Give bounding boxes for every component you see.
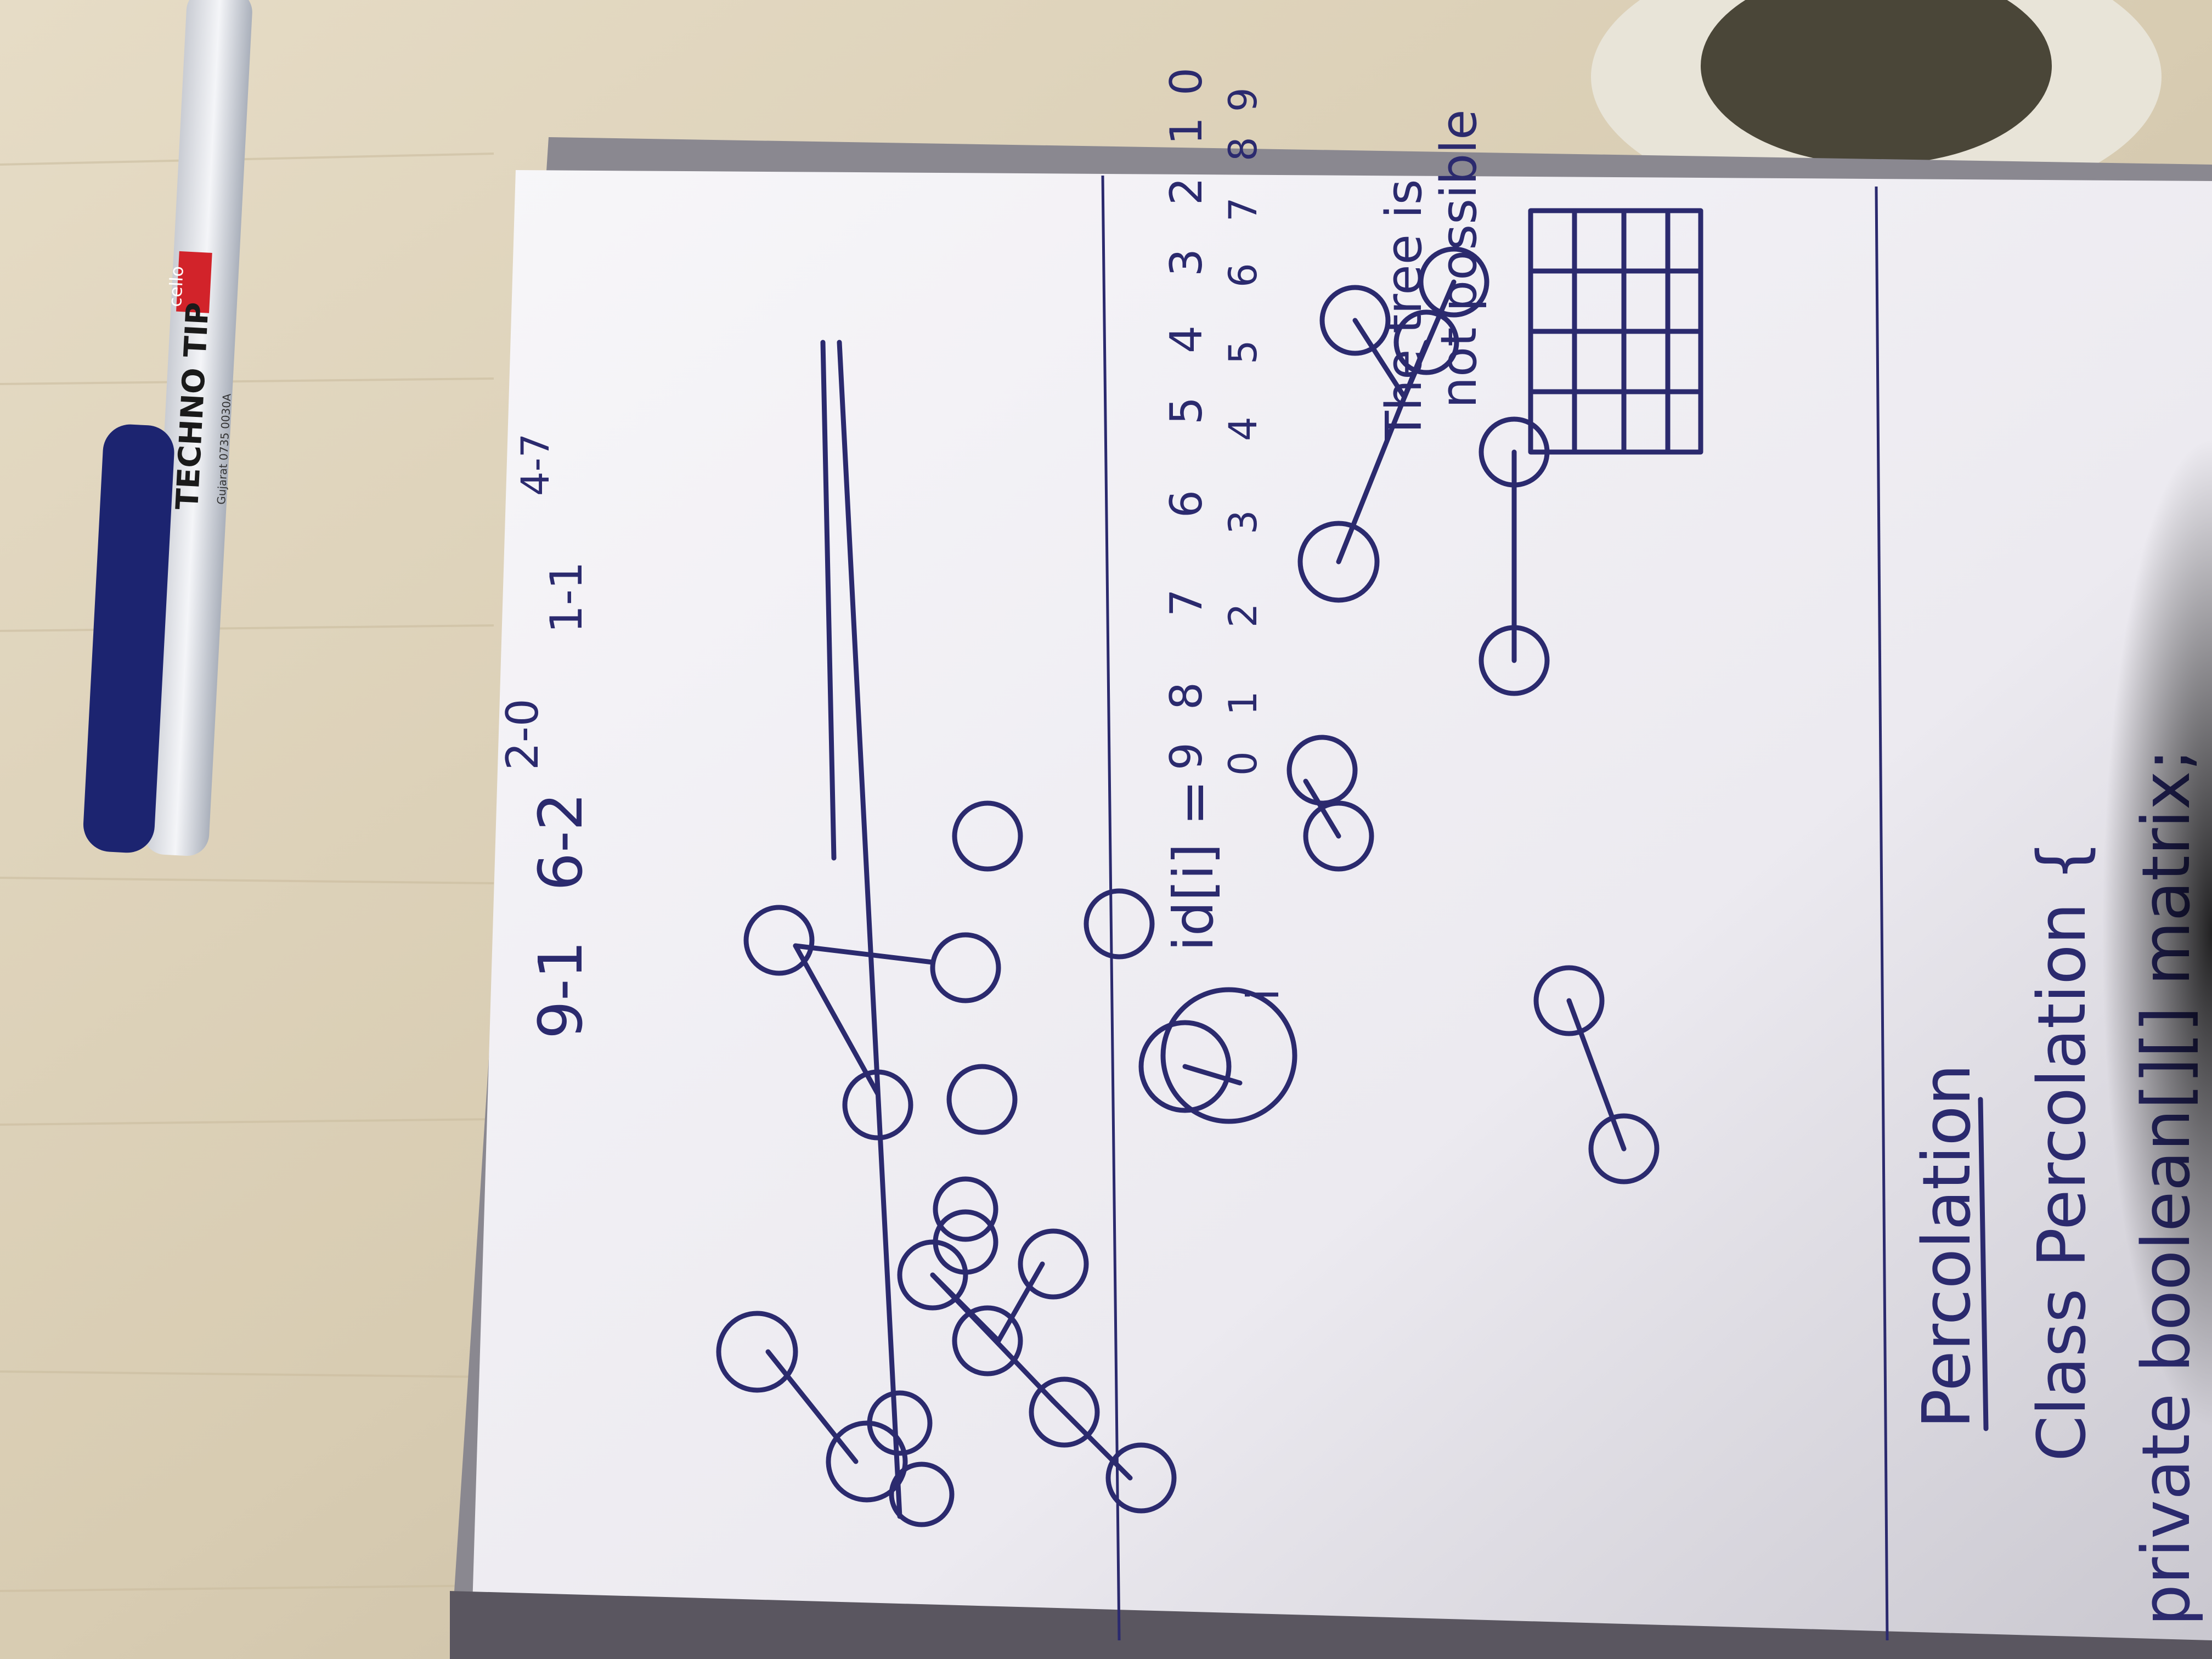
id-top-5: 4 [1161,325,1212,353]
page-divider [1875,186,1889,1641]
id-top-1: 8 [1161,682,1212,710]
pair-9-1: 9-1 [526,940,596,1039]
tree-diagram-b [867,1176,1177,1527]
id-bottom-0: 0 [1221,751,1266,776]
id-bottom-8: 8 [1221,137,1266,161]
hand-shadow [2102,439,2212,1426]
id-top-8: 1 [1161,117,1212,145]
tree-diagram-c [933,800,1297,1275]
id-top-7: 2 [1161,177,1212,205]
grid-sketch [1528,208,1703,455]
top-note: 4-7 [513,433,558,496]
id-bottom-1: 1 [1221,691,1266,715]
id-top-6: 3 [1161,249,1212,276]
id-array-bottom-row: 0 1 2 3 4 5 6 7 8 9 [1221,87,1266,776]
id-top-9: 0 [1161,67,1212,95]
rule-line [820,340,837,861]
id-bottom-7: 7 [1221,197,1266,222]
id-index-marker: i [1238,989,1289,1001]
tree-diagram-a [716,905,1001,1503]
tree-diagram-d [1286,246,1660,1184]
rule-line [837,340,902,1519]
id-bottom-6: 6 [1221,263,1266,287]
id-array-top-row: 9 8 7 6 5 4 3 2 1 0 [1161,67,1212,770]
id-bottom-2: 2 [1221,603,1266,628]
id-top-2: 7 [1161,589,1212,617]
id-bottom-9: 9 [1221,87,1266,112]
heading-underline [1978,1097,1989,1431]
desk-grain [0,153,494,1592]
page-divider [1101,175,1121,1641]
notebook [450,137,2212,1659]
id-top-4: 5 [1161,397,1212,425]
pair-1-1: 1-1 [541,561,592,633]
pen-brand: cello [165,266,188,308]
code-line-1: Class Percolation { [2024,840,2101,1462]
pair-6-2: 6-2 [526,792,596,891]
id-bottom-4: 4 [1221,416,1266,441]
id-bottom-3: 3 [1221,510,1266,534]
id-array-label: id[i] = [1161,780,1226,951]
pair-2-0: 2-0 [497,698,548,770]
id-bottom-5: 5 [1221,340,1266,364]
id-top-3: 6 [1161,490,1212,518]
percolation-heading: Percolation [1909,1064,1985,1429]
pen: cello TECHNO TIP Gujarat 0735 0030A [83,0,252,856]
id-top-0: 9 [1161,742,1212,770]
remark-line2: not possible [1430,110,1488,408]
remark-line1: The tree is [1375,179,1433,442]
